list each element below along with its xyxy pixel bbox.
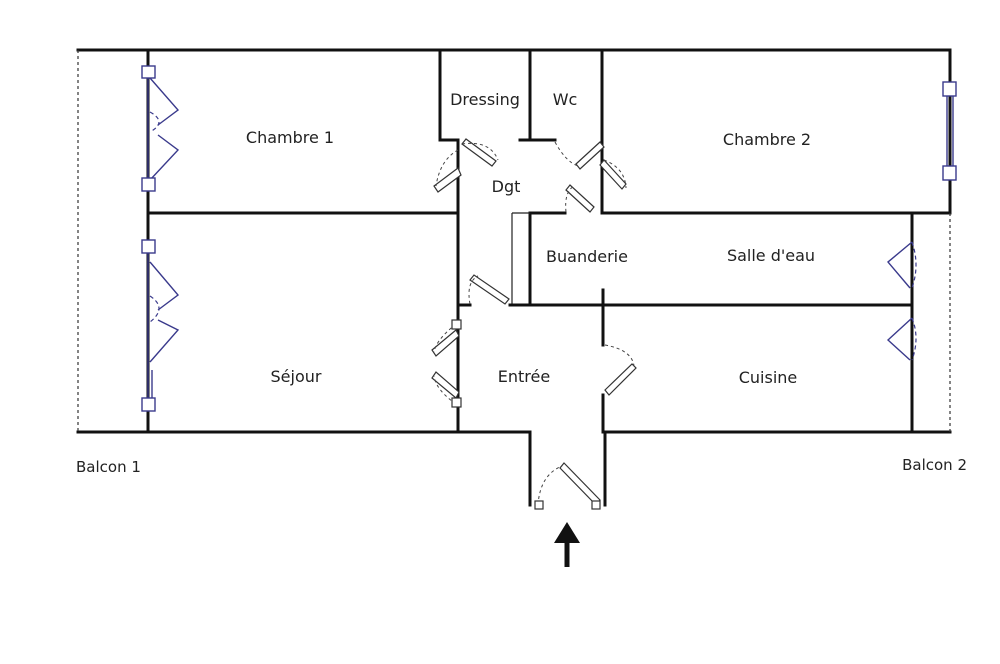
room-label-entree: Entrée — [498, 367, 550, 386]
label-balcon1: Balcon 1 — [76, 458, 141, 476]
room-label-buanderie: Buanderie — [546, 247, 628, 266]
room-label-dressing: Dressing — [450, 90, 520, 109]
room-label-dgt: Dgt — [492, 177, 521, 196]
label-balcon2: Balcon 2 — [902, 456, 967, 474]
room-label-cuisine: Cuisine — [739, 368, 798, 387]
room-label-chambre1: Chambre 1 — [246, 128, 334, 147]
window-chambre1 — [141, 65, 180, 192]
balcony-edges — [77, 50, 951, 432]
room-label-sejour: Séjour — [271, 367, 322, 386]
entrance-arrow-icon — [554, 522, 580, 567]
window-salle-deau — [887, 241, 917, 289]
room-label-salle-deau: Salle d'eau — [727, 246, 815, 265]
window-chambre2 — [942, 81, 957, 181]
walls — [76, 48, 952, 507]
room-label-wc: Wc — [553, 90, 578, 109]
window-sejour — [141, 239, 180, 412]
doors — [431, 138, 637, 510]
room-label-chambre2: Chambre 2 — [723, 130, 811, 149]
window-cuisine — [886, 317, 917, 361]
